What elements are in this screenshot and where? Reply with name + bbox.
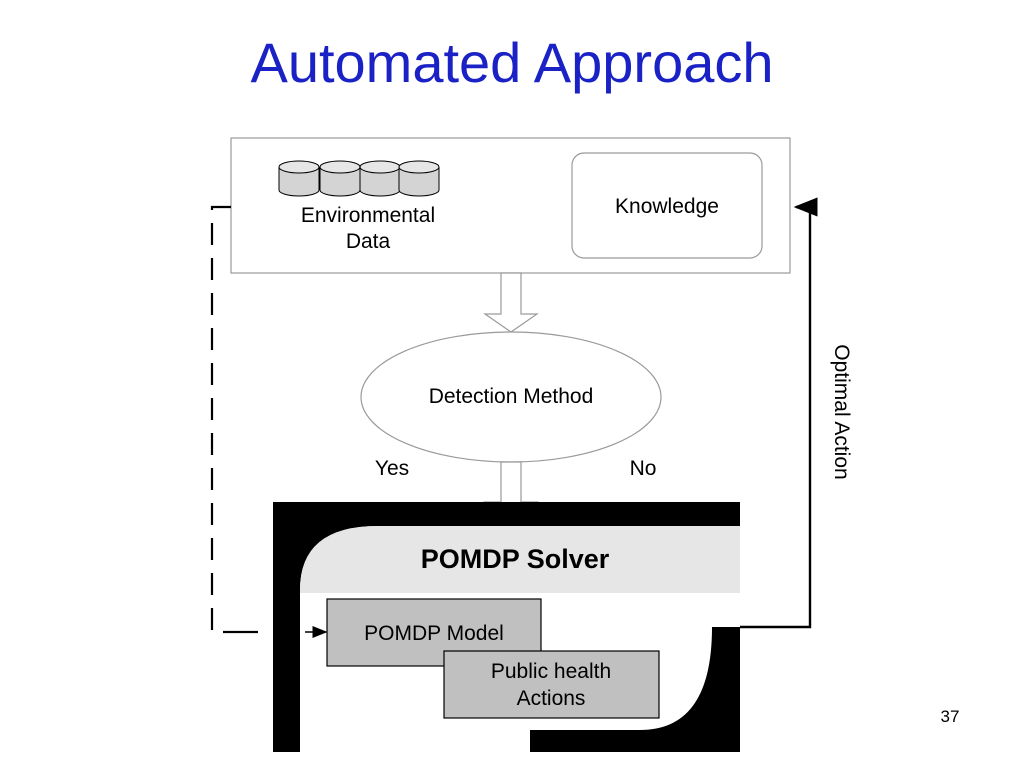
pomdp-solver-header: POMDP Solver xyxy=(421,544,610,574)
optimal-action-line xyxy=(740,197,818,629)
knowledge-label: Knowledge xyxy=(615,195,719,218)
environmental-data-label-line1: Environmental xyxy=(301,204,435,227)
no-label: No xyxy=(630,457,657,480)
optimal-action-label: Optimal Action xyxy=(830,344,853,479)
database-icon xyxy=(278,160,440,197)
detection-method-label: Detection Method xyxy=(429,385,594,408)
pomdp-solver-block xyxy=(273,502,740,752)
hollow-arrow-top xyxy=(483,272,539,333)
dashed-data-line xyxy=(210,205,232,634)
slide-title: Automated Approach xyxy=(250,31,774,94)
page-number: 37 xyxy=(940,707,960,726)
yes-label: Yes xyxy=(375,457,409,480)
environmental-data-label-line2: Data xyxy=(346,230,391,253)
knowledge-box xyxy=(571,152,763,259)
public-health-actions-box xyxy=(443,650,660,719)
public-health-actions-line2: Actions xyxy=(517,687,586,710)
public-health-actions-line1: Public health xyxy=(491,660,611,683)
pomdp-model-label: POMDP Model xyxy=(364,622,504,645)
